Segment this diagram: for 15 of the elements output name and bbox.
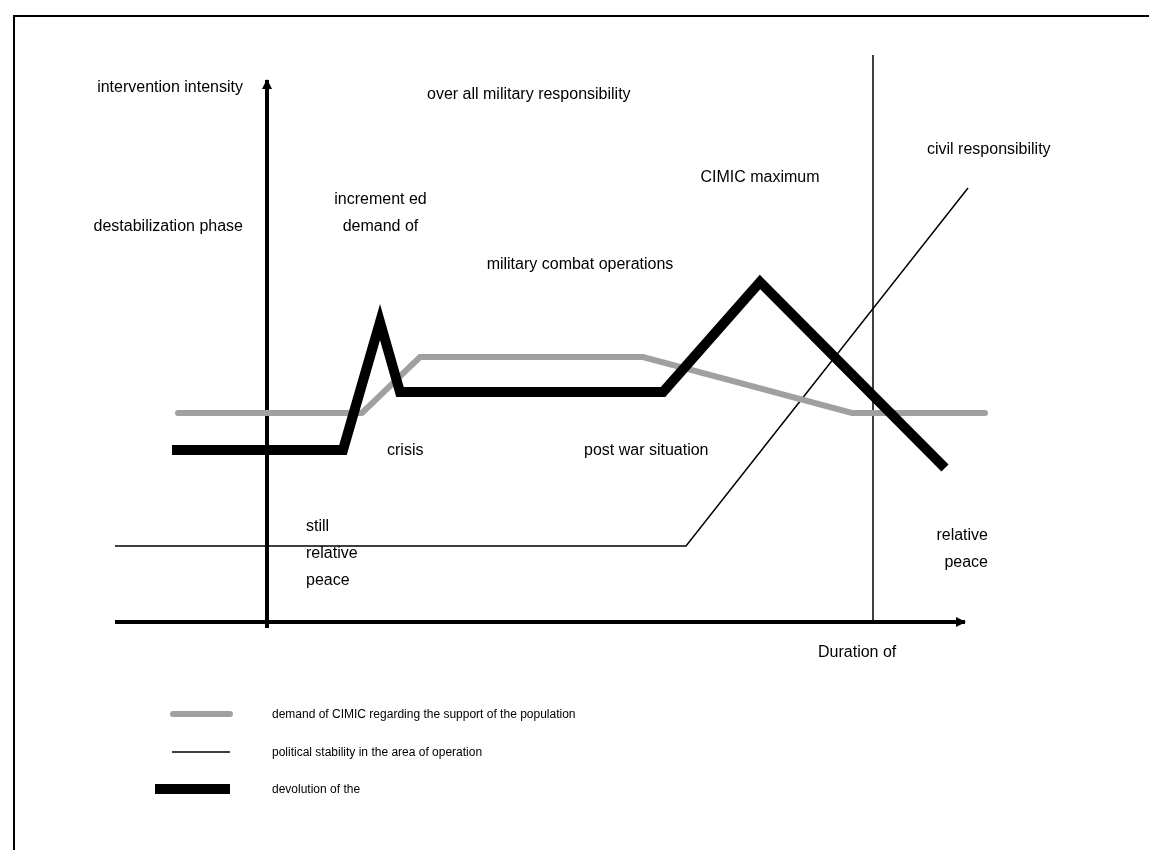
annotation-text: post war situation	[584, 440, 710, 460]
annotation-text: increment ed demand of	[333, 189, 428, 236]
annotation-text: intervention intensity	[96, 77, 243, 97]
annotation-text: over all military responsibility	[427, 84, 632, 104]
annotation-text: CIMIC maximum	[700, 167, 820, 187]
annotation-text: crisis	[387, 440, 425, 460]
annotation-text: still relative peace	[306, 516, 359, 590]
annotation-text: military combat operations	[485, 254, 675, 274]
legend-text: political stability in the area of operation	[272, 745, 483, 759]
legend-text: devolution of the	[272, 782, 361, 796]
annotation-text: civil responsibility	[927, 139, 1052, 159]
legend-text: demand of CIMIC regarding the support of the population	[272, 707, 576, 721]
annotation-text: Duration of	[818, 642, 898, 662]
annotation-text: destabilization phase	[93, 216, 243, 236]
annotation-text: relative peace	[935, 525, 988, 572]
